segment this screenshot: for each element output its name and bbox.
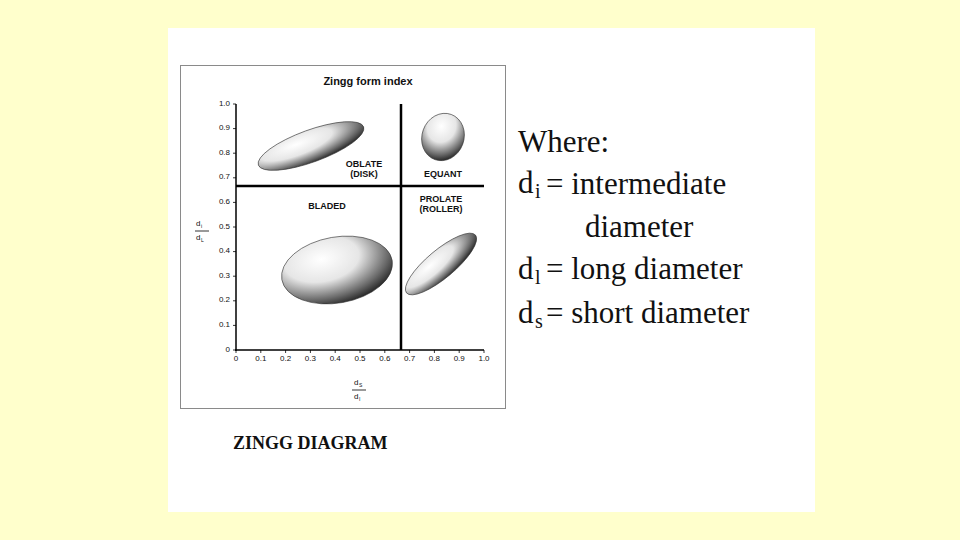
tick-label: 0.8	[219, 149, 230, 158]
divider-vertical	[400, 104, 403, 350]
tick-label: 0.6	[379, 355, 390, 364]
axis-symbol: d	[354, 379, 358, 388]
tick-label: 0.3	[305, 355, 316, 364]
tick-label: 0.1	[255, 355, 266, 364]
tick-label: 0.1	[219, 321, 230, 330]
tick-label: 0.5	[354, 355, 365, 364]
tick-label: 0.8	[429, 355, 440, 364]
tick-label: 0.9	[454, 355, 465, 364]
region-label: OBLATE (DISK)	[341, 160, 387, 180]
fraction-bar	[195, 231, 209, 232]
tick-label: 0.2	[219, 296, 230, 305]
axis-subscript: S	[359, 383, 362, 389]
symbol-letter: d	[518, 252, 534, 286]
symbol-definition: = short diameter	[546, 296, 749, 330]
tick-label: 0.4	[330, 355, 341, 364]
legend-heading: Where:	[518, 125, 609, 159]
region-label: BLADED	[308, 202, 346, 212]
symbol-definition: = intermediate diameter	[585, 162, 785, 248]
symbol-subscript: l	[535, 266, 541, 288]
region-label: PROLATE (ROLLER)	[410, 195, 472, 215]
tick-label: 0.3	[219, 272, 230, 281]
x-axis	[235, 349, 484, 351]
axis-subscript: I	[359, 397, 360, 403]
tick-label: 0.7	[219, 173, 230, 182]
tick-label: 0	[226, 346, 230, 355]
chart-title: Zingg form index	[323, 75, 412, 87]
tick-label: 0	[234, 355, 238, 364]
symbol-definition: = long diameter	[546, 252, 743, 286]
tick-label: 0.5	[219, 223, 230, 232]
axis-symbol: d	[196, 220, 200, 229]
axis-subscript: L	[201, 238, 204, 244]
region-label: EQUANT	[424, 170, 462, 180]
tick-label: 0.9	[219, 124, 230, 133]
tick-label: 0.6	[219, 198, 230, 207]
tick-label: 1.0	[478, 355, 489, 364]
symbol-letter: d	[518, 296, 534, 330]
divider-horizontal	[236, 185, 484, 188]
tick-label: 0.4	[219, 247, 230, 256]
axis-symbol: d	[196, 234, 200, 243]
equant-pebble	[415, 107, 471, 166]
fraction-bar	[352, 390, 366, 391]
tick-label: 0.2	[280, 355, 291, 364]
symbol-letter: d	[518, 166, 534, 200]
tick-label: 0.7	[404, 355, 415, 364]
axis-subscript: i	[201, 224, 202, 230]
symbol-subscript: s	[535, 310, 543, 332]
tick-marks	[233, 104, 484, 353]
symbol-subscript: i	[535, 180, 541, 202]
figure-caption: ZINGG DIAGRAM	[233, 434, 388, 454]
bladed-pebble	[276, 228, 398, 312]
axis-symbol: d	[354, 393, 358, 402]
y-axis	[235, 104, 237, 351]
prolate-pebble	[398, 224, 485, 303]
tick-label: 1.0	[219, 100, 230, 109]
